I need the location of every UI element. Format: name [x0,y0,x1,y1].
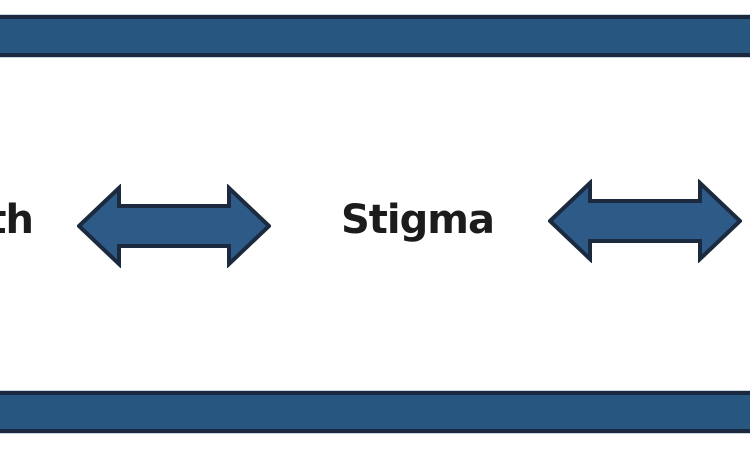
center-label: Stigma [341,197,495,243]
top-horizontal-bar [0,15,750,57]
left-label-cropped: th [0,197,34,243]
bottom-horizontal-bar [0,391,750,433]
left-double-arrow-icon [77,184,271,268]
right-double-arrow-icon [548,179,742,263]
